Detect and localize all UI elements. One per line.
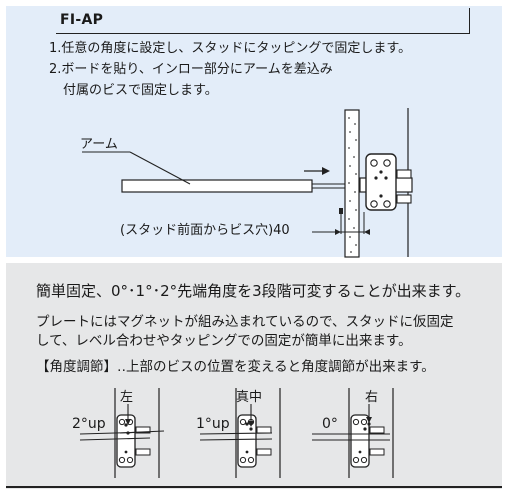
angle-0-label: 0°	[322, 416, 338, 432]
angle-example-left: 左 2°up	[72, 388, 165, 478]
position-right-label: 右	[365, 390, 378, 405]
angle-example-right: 右 0°	[312, 388, 394, 478]
product-code: FI-AP	[60, 12, 104, 28]
header-rule-end	[469, 8, 470, 34]
bracket-assembly	[359, 153, 413, 211]
angle-example-center: 真中 1°up	[196, 388, 281, 478]
angle-1up-label: 1°up	[196, 416, 230, 432]
header-rule	[56, 33, 470, 34]
magnet-description-cont: して、レベル合わせやタッピングでの固定が簡単に出来ます。	[36, 333, 412, 349]
magnet-description: プレートにはマグネットが組み込まれているので、スタッドに仮固定	[36, 314, 454, 330]
feature-summary: 簡単固定、0°･1°･2°先端角度を3段階可変することが出来ます。	[36, 282, 471, 300]
dimension-label: (スタッド前面からビス穴)40	[120, 222, 290, 238]
instruction-step-2: 2.ボードを貼り、インロー部分にアームを差込み	[49, 62, 333, 77]
arm-label: アーム	[80, 137, 118, 152]
installation-panel	[6, 6, 502, 257]
stud-board-texture	[348, 117, 357, 253]
instruction-step-1: 1.任意の角度に設定し、スタッドにタッピングで固定します。	[49, 41, 412, 56]
position-left-label: 左	[120, 390, 133, 405]
instruction-step-2-cont: 付属のビスで固定します。	[63, 83, 218, 98]
angle-2up-label: 2°up	[72, 416, 106, 432]
angle-adjust-note: 【角度調節】‥上部のビスの位置を変えると角度調節が出来ます。	[36, 359, 435, 375]
position-center-label: 真中	[236, 390, 262, 405]
arm-bar	[121, 179, 313, 193]
